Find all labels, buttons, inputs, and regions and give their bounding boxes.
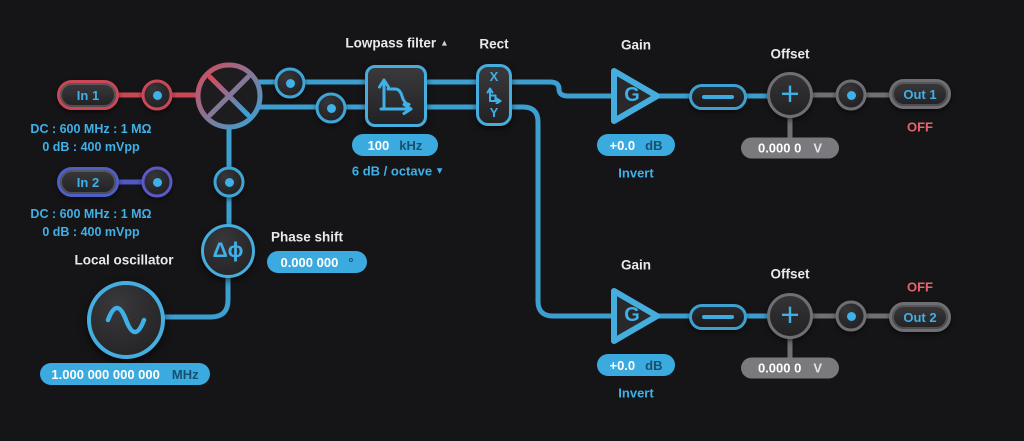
gain2-block[interactable]: G [605, 280, 667, 352]
offset2-title: Offset [770, 266, 810, 282]
lowpass-cutoff-unit: kHz [399, 137, 423, 153]
offset1-value: 0.000 0 [757, 140, 802, 156]
output2-label: Out 2 [903, 309, 937, 325]
gain2-unit: dB [645, 357, 663, 373]
output1-label: Out 1 [903, 86, 937, 102]
local-oscillator-title: Local oscillator [74, 252, 174, 268]
rect-y-label: Y [489, 105, 499, 120]
gain2-attenuator-switch[interactable] [689, 304, 747, 330]
offset2-value: 0.000 0 [757, 360, 802, 376]
input1-range-text: 0 dB : 400 mVpp [42, 140, 140, 154]
output1-pill[interactable]: Out 1 [889, 79, 951, 109]
lowpass-filter-block[interactable] [365, 65, 427, 127]
input1-label: In 1 [76, 87, 100, 103]
input1-pill[interactable]: In 1 [57, 80, 119, 110]
offset2-unit: V [813, 360, 823, 376]
multiply-icon [207, 74, 251, 118]
amplifier-triangle-icon [611, 68, 660, 124]
gain1-symbol: G [624, 84, 640, 107]
rect-title: Rect [479, 36, 509, 52]
gain1-block[interactable]: G [605, 60, 667, 132]
i-wire-probe-node[interactable] [274, 67, 306, 99]
local-oscillator-block[interactable] [87, 281, 165, 359]
gain1-invert-toggle[interactable]: Invert [618, 165, 654, 181]
offset1-unit: V [813, 140, 823, 156]
output1-status-badge: OFF [907, 119, 933, 135]
plus-icon: + [780, 75, 800, 112]
lowpass-slope-dropdown[interactable]: 6 dB / octave ▾ [351, 163, 443, 179]
offset2-value-pill[interactable]: 0.000 0 V [741, 357, 839, 379]
phase-shift-value-pill[interactable]: 0.000 000 ° [267, 251, 367, 273]
delta-phi-icon: Δϕ [212, 239, 244, 262]
collapse-caret-icon: ▴ [442, 37, 447, 48]
gain1-value: +0.0 [609, 137, 636, 153]
mixer-block[interactable] [193, 60, 265, 132]
lowpass-response-icon [378, 78, 413, 115]
offset1-value-pill[interactable]: 0.000 0 V [741, 137, 839, 159]
output2-pill[interactable]: Out 2 [889, 302, 951, 332]
input1-coupling-text: DC : 600 MHz : 1 MΩ [30, 122, 152, 136]
input2-probe-node[interactable] [141, 166, 173, 198]
input1-probe-node[interactable] [141, 79, 173, 111]
input2-pill[interactable]: In 2 [57, 167, 119, 197]
offset2-block[interactable]: + [767, 293, 813, 339]
lo-frequency-unit: MHz [171, 366, 199, 382]
out2-probe-node[interactable] [835, 300, 867, 332]
gain1-value-pill[interactable]: +0.0 dB [597, 134, 675, 156]
sine-wave-icon [105, 305, 147, 335]
phase-shift-unit: ° [348, 254, 354, 270]
lo-frequency-value: 1.000 000 000 000 [51, 366, 160, 382]
input2-label: In 2 [76, 174, 100, 190]
rect-x-label: X [489, 69, 499, 84]
amplifier-triangle-icon [611, 288, 660, 344]
gain2-symbol: G [624, 304, 640, 327]
lowpass-cutoff-value: 100 [367, 137, 390, 153]
lowpass-cutoff-pill[interactable]: 100 kHz [352, 134, 438, 156]
gain2-value: +0.0 [609, 357, 636, 373]
gain1-unit: dB [645, 137, 663, 153]
mixer-lo-probe-node[interactable] [213, 166, 245, 198]
out1-probe-node[interactable] [835, 79, 867, 111]
input2-coupling-text: DC : 600 MHz : 1 MΩ [30, 207, 152, 221]
offset1-block[interactable]: + [767, 72, 813, 118]
input2-range-text: 0 dB : 400 mVpp [42, 225, 140, 239]
phase-shift-value: 0.000 000 [280, 254, 339, 270]
gain2-value-pill[interactable]: +0.0 dB [597, 354, 675, 376]
plus-icon: + [780, 296, 800, 333]
gain2-title: Gain [620, 257, 652, 273]
rect-block[interactable]: X Y [476, 64, 512, 126]
gain1-attenuator-switch[interactable] [689, 84, 747, 110]
dropdown-caret-icon: ▾ [437, 165, 443, 177]
output2-status-badge: OFF [907, 279, 933, 295]
offset1-title: Offset [770, 46, 810, 62]
lo-frequency-pill[interactable]: 1.000 000 000 000 MHz [40, 363, 210, 385]
phase-shift-block[interactable]: Δϕ [201, 224, 255, 278]
q-wire-probe-node[interactable] [315, 92, 347, 124]
phase-shift-title: Phase shift [270, 229, 344, 245]
axes-icon [486, 87, 502, 104]
gain2-invert-toggle[interactable]: Invert [618, 385, 654, 401]
lowpass-filter-title[interactable]: Lowpass filter ▴ [345, 35, 447, 51]
gain1-title: Gain [620, 37, 652, 53]
